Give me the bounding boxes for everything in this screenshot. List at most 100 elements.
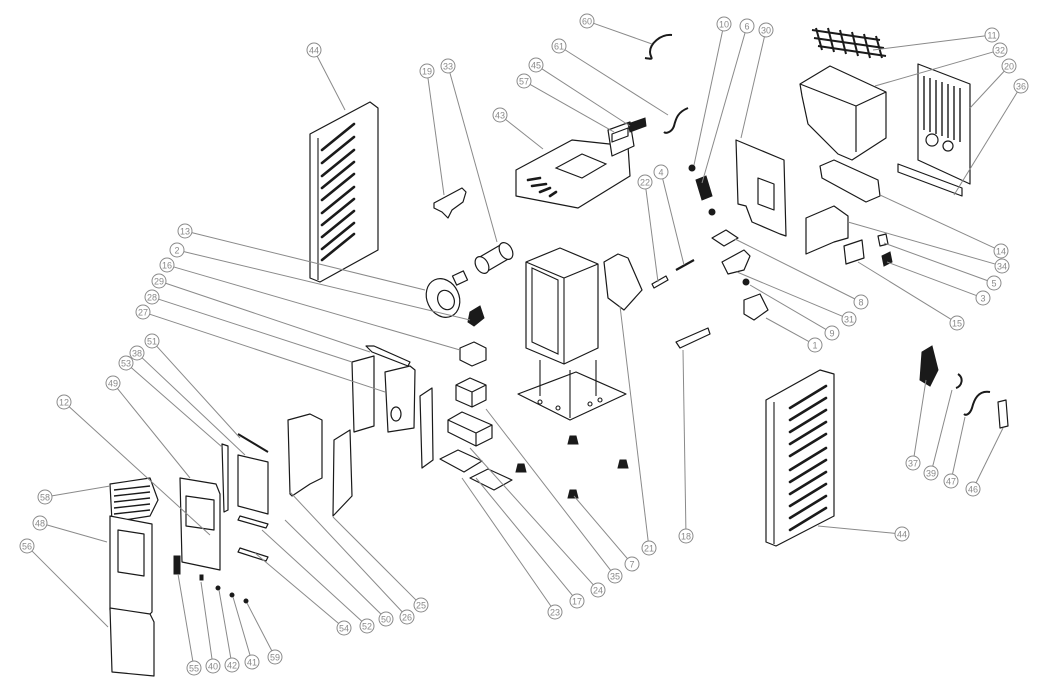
callout-48: 48 xyxy=(32,515,108,543)
callout-label: 61 xyxy=(554,42,564,52)
leader-line xyxy=(593,22,653,45)
callout-47: 47 xyxy=(943,416,966,489)
callout-label: 12 xyxy=(59,398,69,408)
callout-3: 3 xyxy=(886,261,991,306)
callout-label: 57 xyxy=(519,77,529,87)
callout-circle xyxy=(984,27,1000,43)
callout-label: 22 xyxy=(640,178,650,188)
burn-pot-cover xyxy=(459,341,487,367)
screw-59 xyxy=(243,598,249,604)
callout-label: 30 xyxy=(761,26,771,36)
terminal-strip xyxy=(675,327,711,349)
callout-label: 19 xyxy=(422,67,432,77)
callout-circle xyxy=(949,315,965,331)
switch-box xyxy=(843,239,865,265)
callout-label: 56 xyxy=(22,542,32,552)
callout-label: 50 xyxy=(381,615,391,625)
grommet-9 xyxy=(742,278,750,286)
leader-line xyxy=(177,573,194,662)
leader-line xyxy=(886,261,977,297)
callout-circle xyxy=(841,311,857,327)
grommet-10 xyxy=(688,164,696,172)
callout-label: 13 xyxy=(180,227,190,237)
callout-32: 32 xyxy=(874,42,1008,87)
callout-circle xyxy=(516,73,532,89)
callout-13: 13 xyxy=(177,223,426,291)
leader-line xyxy=(246,602,273,652)
leader-line xyxy=(68,406,211,536)
leader-line xyxy=(749,284,827,330)
callout-49: 49 xyxy=(105,375,191,479)
callout-circle xyxy=(224,657,240,673)
lower-front-panel xyxy=(109,607,155,677)
callout-circle xyxy=(186,660,202,676)
callout-circle xyxy=(244,654,260,670)
callout-circle xyxy=(306,42,322,58)
callout-circle xyxy=(144,289,160,305)
leader-line xyxy=(51,485,111,497)
callout-circle xyxy=(551,38,567,54)
callout-label: 21 xyxy=(644,544,654,554)
callout-label: 5 xyxy=(991,279,996,289)
callout-label: 16 xyxy=(162,261,172,271)
callout-label: 27 xyxy=(138,308,148,318)
front-grill xyxy=(109,477,159,523)
callout-37: 37 xyxy=(905,379,927,471)
callout-label: 55 xyxy=(189,664,199,674)
display-housing xyxy=(607,121,635,157)
callout-label: 10 xyxy=(719,20,729,30)
leader-line xyxy=(183,251,471,321)
callout-label: 32 xyxy=(995,46,1005,56)
igniter-assembly xyxy=(819,159,881,203)
foot-4 xyxy=(567,489,579,499)
callout-circle xyxy=(37,489,53,505)
callout-45: 45 xyxy=(528,57,631,127)
leader-line xyxy=(284,519,382,615)
callout-circle xyxy=(653,164,669,180)
callout-label: 44 xyxy=(897,530,907,540)
callout-label: 29 xyxy=(154,277,164,287)
callout-30: 30 xyxy=(740,22,774,139)
leader-line xyxy=(449,72,498,243)
leader-line xyxy=(682,349,687,530)
callout-58: 58 xyxy=(37,485,111,505)
callout-circle xyxy=(105,375,121,391)
callout-circle xyxy=(641,540,657,556)
door-rod xyxy=(237,433,269,453)
callout-circle xyxy=(492,107,508,123)
leader-line xyxy=(156,345,241,439)
central-frame xyxy=(517,247,627,421)
callout-circle xyxy=(824,325,840,341)
leader-line xyxy=(874,51,994,87)
leader-line xyxy=(857,261,952,320)
leader-line xyxy=(475,477,573,596)
pin-rod xyxy=(675,259,695,271)
pellet-hopper xyxy=(799,65,887,161)
callout-label: 23 xyxy=(550,608,560,618)
exhaust-pipe-cylinder xyxy=(474,242,514,274)
callout-label: 9 xyxy=(829,329,834,339)
leader-line xyxy=(200,581,213,660)
side-panel-right xyxy=(765,369,835,547)
motor-plate xyxy=(721,249,751,275)
callout-label: 43 xyxy=(495,111,505,121)
leader-line xyxy=(573,495,628,559)
callout-54: 54 xyxy=(254,552,352,636)
callout-circle xyxy=(894,526,910,542)
leader-line xyxy=(469,447,594,586)
bottom-plate-b xyxy=(469,468,513,491)
callout-circle xyxy=(853,294,869,310)
callout-label: 6 xyxy=(744,22,749,32)
leader-line xyxy=(847,221,996,265)
leader-line xyxy=(817,525,896,534)
callout-label: 48 xyxy=(35,519,45,529)
gasket xyxy=(711,229,739,247)
callout-circle xyxy=(547,604,563,620)
callout-10: 10 xyxy=(693,16,732,166)
leader-line xyxy=(701,32,746,184)
callout-label: 34 xyxy=(997,262,1007,272)
callout-24: 24 xyxy=(469,447,606,598)
hopper-side-panel xyxy=(735,139,787,237)
callout-circle xyxy=(965,481,981,497)
